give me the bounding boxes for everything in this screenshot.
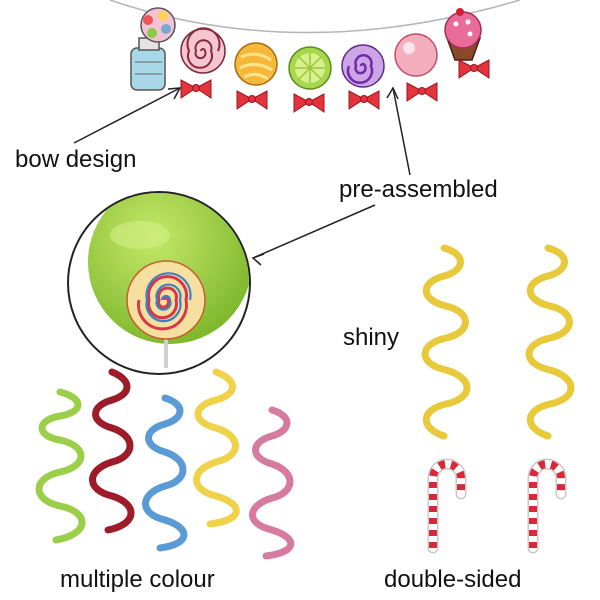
green-swirl bbox=[35, 388, 86, 544]
swirl-lollipop-icon bbox=[180, 27, 226, 74]
red-swirl bbox=[89, 368, 135, 534]
gold-swirl-right bbox=[525, 244, 575, 440]
zoom-circle bbox=[67, 191, 251, 375]
orange-lollipop-icon bbox=[234, 42, 278, 86]
pink-swirl bbox=[249, 406, 295, 560]
gold-swirls bbox=[421, 244, 575, 440]
multicolour-swirls bbox=[35, 368, 295, 560]
bow-icon bbox=[180, 59, 490, 113]
candy-jar-icon bbox=[130, 7, 176, 91]
label-double-sided: double-sided bbox=[384, 566, 522, 593]
gold-swirl-left bbox=[421, 244, 471, 440]
candy-cane-left-icon bbox=[427, 458, 467, 554]
candy-cane-right-icon bbox=[527, 458, 567, 554]
pink-candy-icon bbox=[394, 33, 438, 77]
blue-swirl bbox=[142, 394, 188, 552]
label-shiny: shiny bbox=[343, 324, 400, 351]
label-multiple-colour: multiple colour bbox=[60, 566, 215, 593]
yellow-swirl bbox=[193, 368, 240, 528]
lime-lollipop-icon bbox=[288, 46, 332, 90]
label-pre-assembled: pre-assembled bbox=[339, 176, 498, 203]
purple-lollipop-icon bbox=[341, 44, 385, 88]
label-bow-design: bow design bbox=[15, 146, 137, 173]
cupcake-icon bbox=[444, 8, 482, 61]
arrow-pointer bbox=[73, 86, 411, 266]
